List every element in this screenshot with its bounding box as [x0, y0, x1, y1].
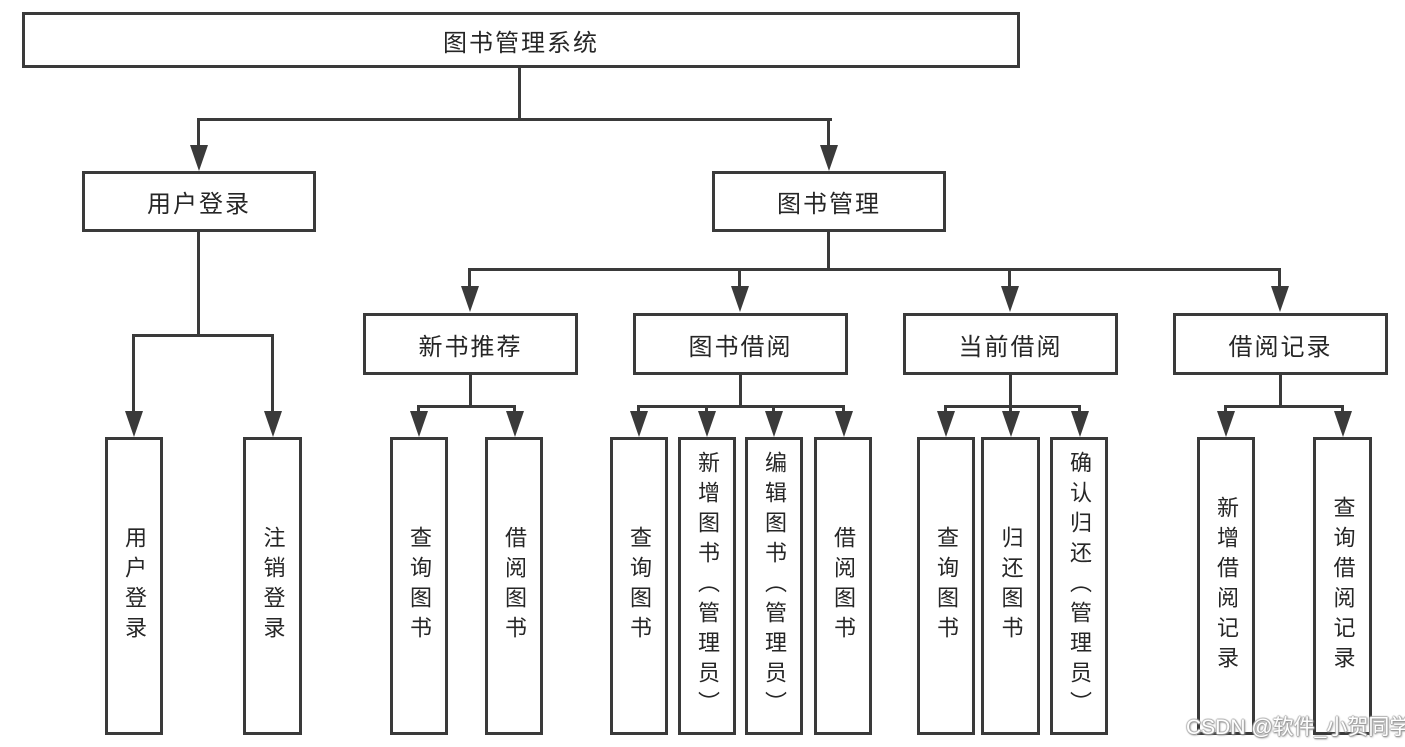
leaf-return-books: 归还图书: [981, 437, 1040, 735]
connector-line: [197, 232, 200, 337]
leaf-add-book-admin: 新增图书（管理员）: [678, 437, 736, 735]
node-label: 新增借阅记录: [1214, 496, 1239, 676]
node-label: 图书管理: [777, 191, 881, 218]
connector-line: [738, 268, 741, 290]
connector-line: [468, 268, 1281, 271]
connector-line: [518, 68, 521, 120]
node-label: 当前借阅: [958, 333, 1063, 361]
node-label: 新书推荐: [418, 333, 523, 361]
connector-line: [469, 375, 472, 408]
arrow-down-icon: [1334, 411, 1352, 437]
arrow-down-icon: [506, 411, 524, 437]
node-label: 用户登录: [147, 191, 251, 218]
leaf-borrow-books: 借阅图书: [814, 437, 872, 735]
arrow-down-icon: [765, 411, 783, 437]
connector-line: [197, 118, 832, 121]
node-label: 新增图书（管理员）: [695, 451, 720, 721]
node-borrow-records: 借阅记录: [1173, 313, 1388, 375]
node-label: 借阅记录: [1228, 333, 1333, 361]
node-label: 图书借阅: [688, 333, 793, 361]
arrow-down-icon: [1002, 411, 1020, 437]
connector-line: [132, 334, 274, 337]
node-label: 注销登录: [260, 526, 286, 646]
connector-line: [637, 405, 845, 408]
node-label: 图书管理系统: [443, 29, 599, 57]
arrow-down-icon: [410, 411, 428, 437]
arrow-down-icon: [264, 411, 282, 437]
connector-line: [1224, 405, 1344, 408]
node-label: 归还图书: [998, 526, 1024, 646]
node-new-book-recommend: 新书推荐: [363, 313, 578, 375]
connector-line: [1278, 268, 1281, 290]
arrow-down-icon: [1271, 286, 1289, 312]
csdn-watermark: CSDN @软件_小贺同学: [1186, 716, 1405, 739]
node-label: 查询图书: [627, 526, 652, 646]
node-label: 编辑图书（管理员）: [762, 451, 787, 721]
leaf-query-books: 查询图书: [610, 437, 668, 735]
node-label: 用户登录: [122, 526, 147, 646]
connector-line: [417, 405, 516, 408]
node-label: 确认归还（管理员）: [1067, 451, 1092, 721]
leaf-edit-book-admin: 编辑图书（管理员）: [745, 437, 803, 735]
node-label: 借阅图书: [831, 526, 856, 646]
connector-line: [827, 118, 830, 154]
arrow-down-icon: [125, 411, 143, 437]
connector-line: [197, 118, 200, 154]
connector-line: [1008, 268, 1011, 290]
arrow-down-icon: [461, 286, 479, 312]
node-label: 查询借阅记录: [1330, 496, 1356, 676]
arrow-down-icon: [1001, 286, 1019, 312]
arrow-down-icon: [731, 286, 749, 312]
connector-line: [944, 405, 1081, 408]
connector-line: [827, 232, 830, 271]
arrow-down-icon: [937, 411, 955, 437]
arrow-down-icon: [835, 411, 853, 437]
leaf-confirm-return-admin: 确认归还（管理员）: [1050, 437, 1108, 735]
connector-line: [739, 375, 742, 408]
leaf-borrow-books: 借阅图书: [485, 437, 543, 735]
node-user-login: 用户登录: [82, 171, 316, 232]
node-label: 借阅图书: [502, 526, 527, 646]
arrow-down-icon: [630, 411, 648, 437]
connector-line: [1279, 375, 1282, 408]
connector-line: [271, 334, 274, 414]
node-system-root: 图书管理系统: [22, 12, 1020, 68]
arrow-down-icon: [190, 145, 208, 171]
arrow-down-icon: [820, 145, 838, 171]
node-current-borrow: 当前借阅: [903, 313, 1118, 375]
leaf-query-borrow-record: 查询借阅记录: [1313, 437, 1372, 735]
node-label: 查询图书: [407, 526, 432, 646]
arrow-down-icon: [698, 411, 716, 437]
node-book-management: 图书管理: [712, 171, 946, 232]
leaf-user-login: 用户登录: [105, 437, 163, 735]
connector-line: [1009, 375, 1012, 408]
node-label: 查询图书: [934, 526, 959, 646]
connector-line: [468, 268, 471, 290]
leaf-add-borrow-record: 新增借阅记录: [1197, 437, 1255, 735]
arrow-down-icon: [1071, 411, 1089, 437]
leaf-query-books: 查询图书: [390, 437, 448, 735]
leaf-query-books: 查询图书: [917, 437, 975, 735]
leaf-logout: 注销登录: [243, 437, 302, 735]
connector-line: [132, 334, 135, 414]
arrow-down-icon: [1217, 411, 1235, 437]
node-book-borrow: 图书借阅: [633, 313, 848, 375]
